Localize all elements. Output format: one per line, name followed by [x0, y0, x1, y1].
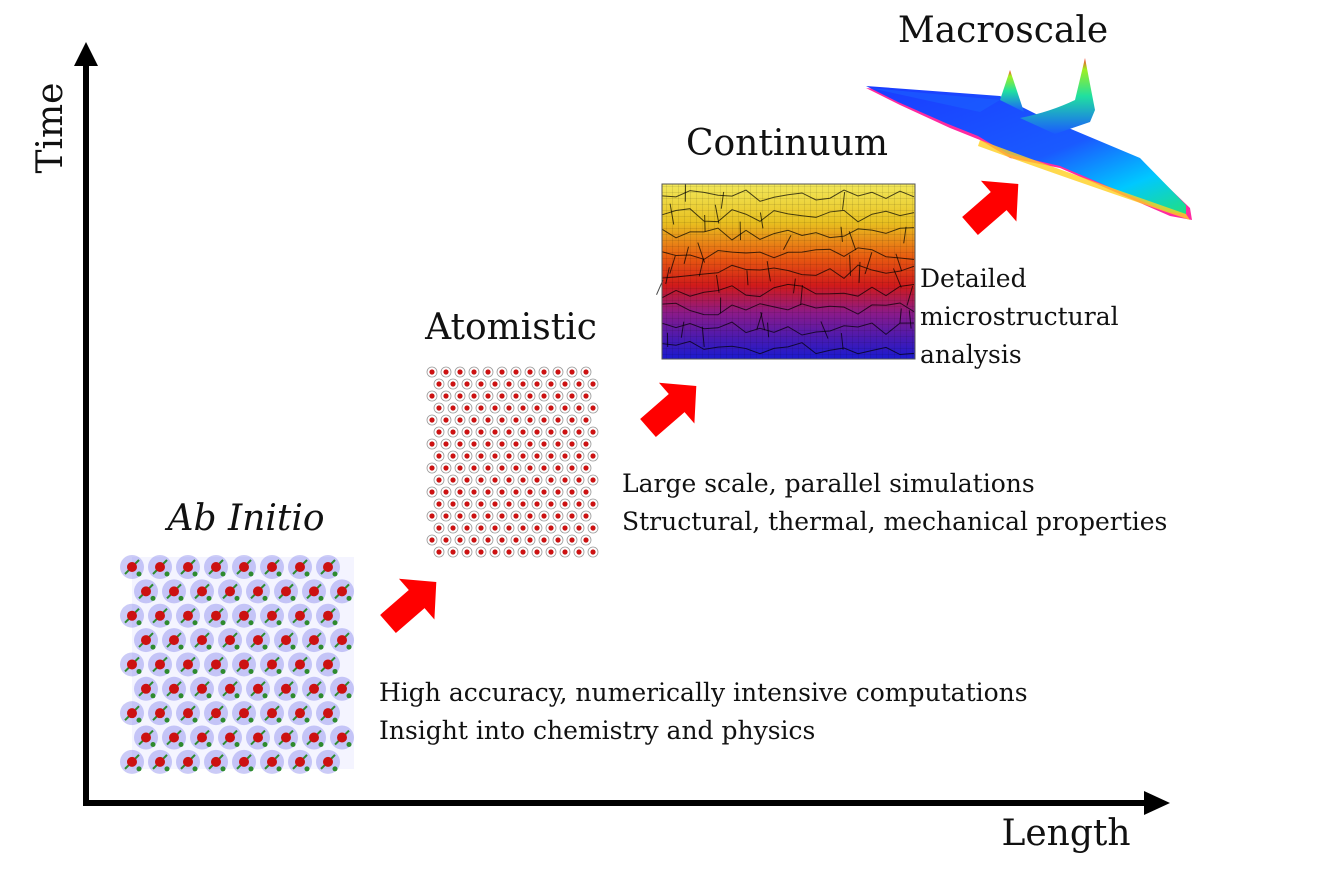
stage-title-macroscale: Macroscale — [898, 10, 1108, 51]
step-arrow-icon — [380, 578, 437, 634]
x-axis-arrowhead-icon — [1144, 791, 1170, 815]
atomistic-lattice-image — [426, 366, 599, 558]
stage-title-ab-initio: Ab Initio — [164, 498, 324, 539]
step-arrow-3 — [962, 180, 1019, 236]
continuum-description-line-3: analysis — [920, 340, 1022, 369]
y-axis — [74, 42, 98, 806]
y-axis-label: Time — [30, 83, 71, 174]
step-arrow-1 — [380, 578, 437, 634]
stage-title-atomistic: Atomistic — [424, 307, 597, 348]
continuum-description-line-1: Detailed — [920, 264, 1027, 293]
step-arrow-icon — [962, 180, 1019, 236]
atomistic-description-line-2: Structural, thermal, mechanical properti… — [622, 507, 1167, 536]
atomistic-description-line-1: Large scale, parallel simulations — [622, 469, 1035, 498]
step-arrow-icon — [640, 382, 697, 438]
continuum-description-line-2: microstructural — [920, 302, 1119, 331]
ab-initio-description-line-2: Insight into chemistry and physics — [379, 716, 815, 745]
step-arrow-2 — [640, 382, 697, 438]
stage-title-continuum: Continuum — [686, 123, 888, 164]
x-axis-label: Length — [1001, 813, 1130, 854]
continuum-mesh-image — [656, 183, 916, 360]
y-axis-arrowhead-icon — [74, 42, 98, 66]
ab-initio-density-image — [120, 555, 354, 774]
ab-initio-description-line-1: High accuracy, numerically intensive com… — [379, 678, 1028, 707]
macroscale-aircraft-image — [866, 58, 1192, 220]
x-axis — [83, 791, 1170, 815]
